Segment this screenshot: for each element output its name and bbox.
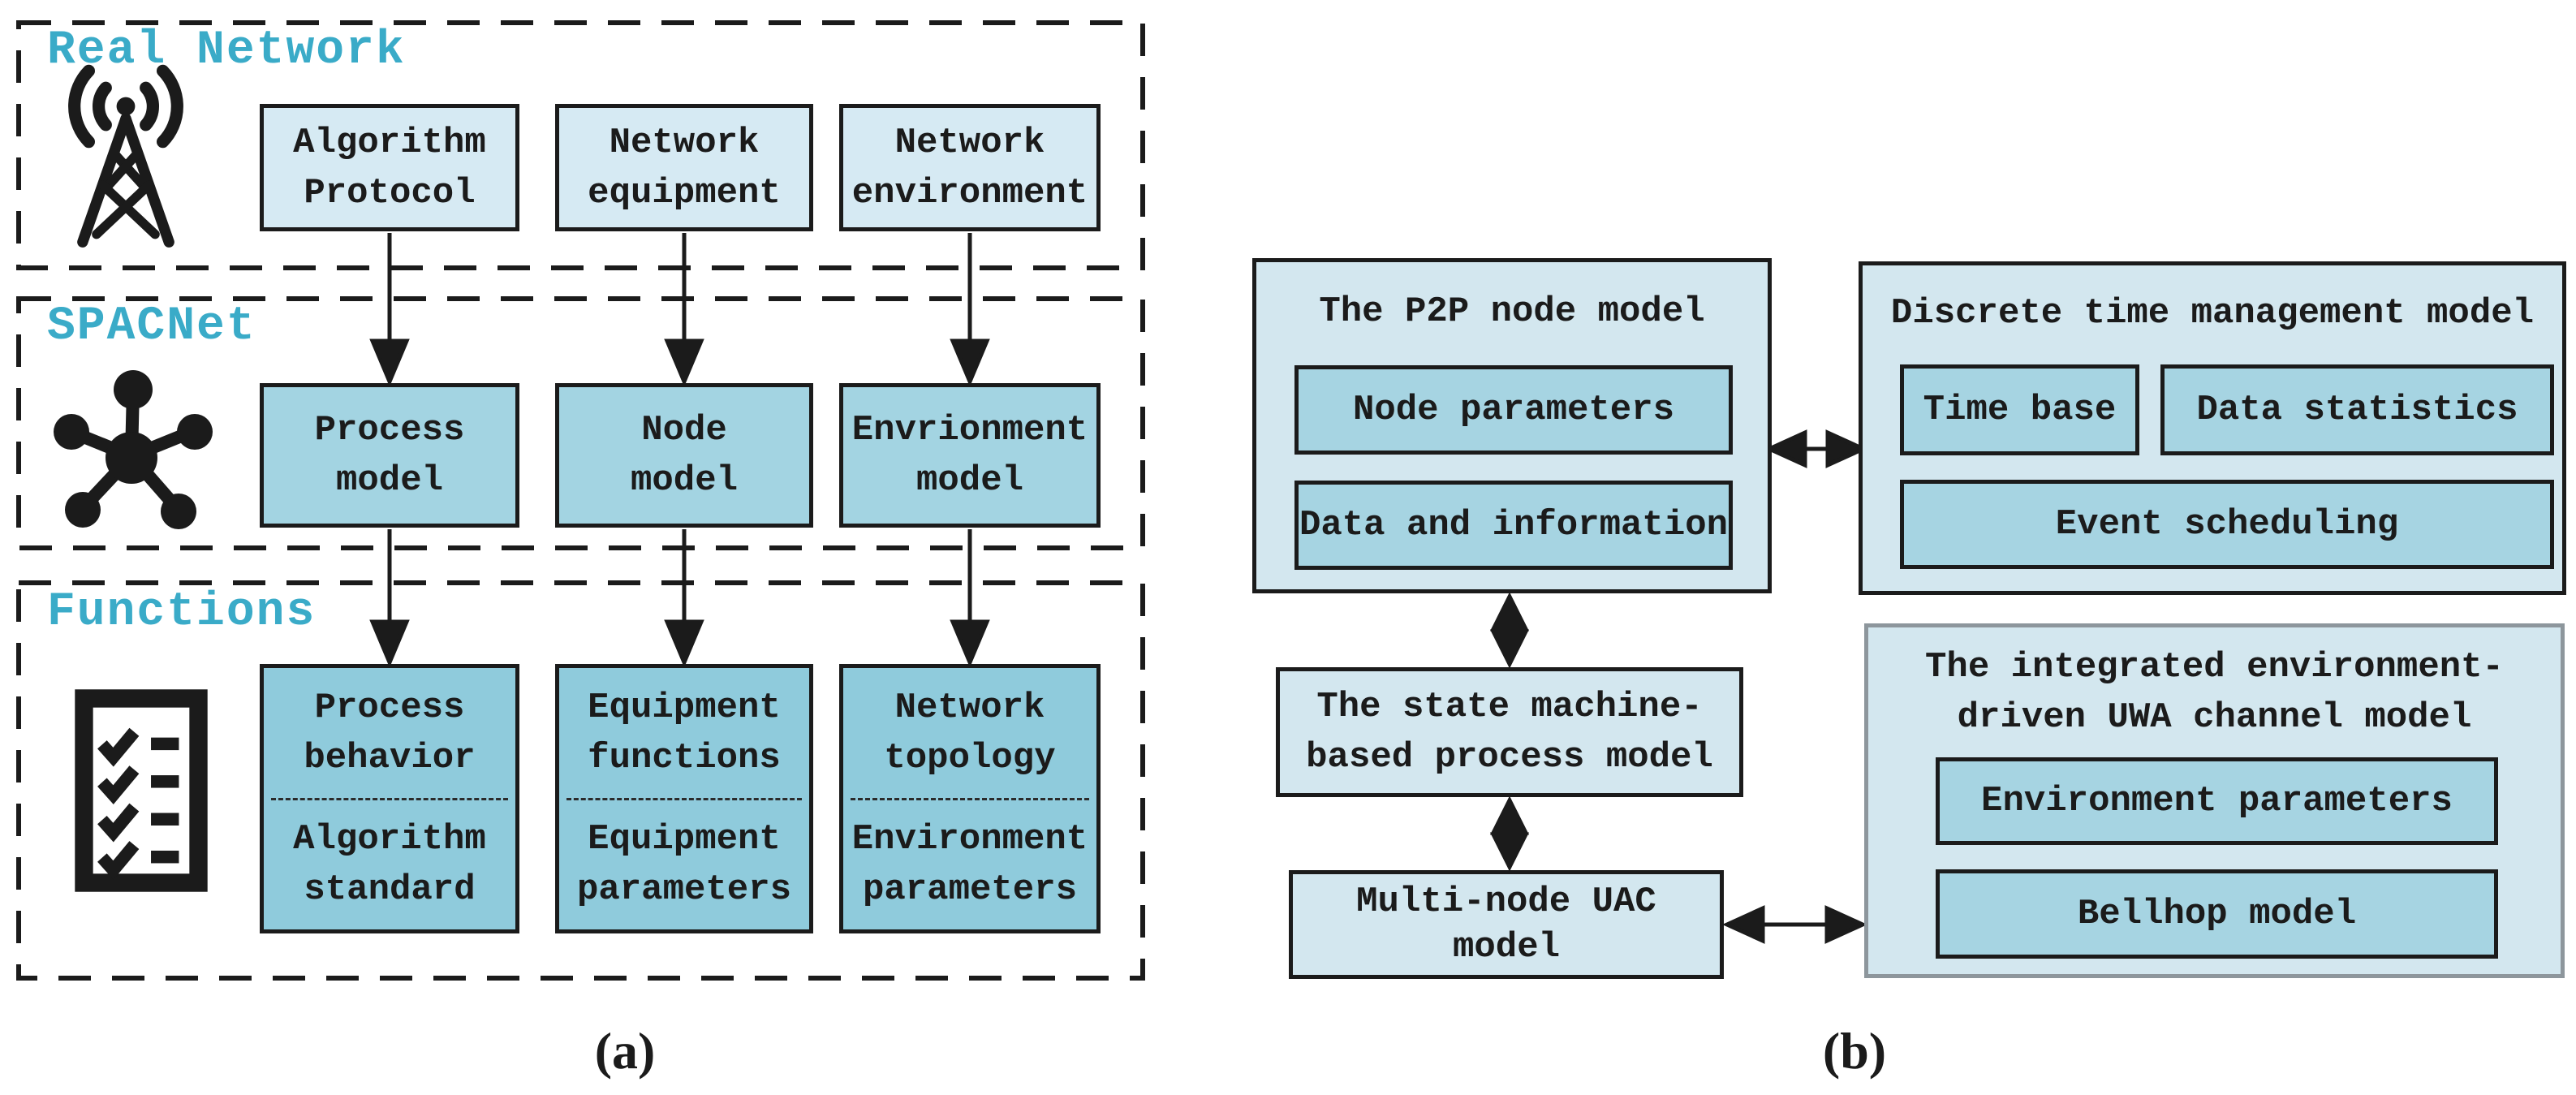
network-nodes-icon xyxy=(54,370,213,529)
dashed-frame-spacnet xyxy=(16,296,1145,550)
section-label-functions: Functions xyxy=(47,586,317,639)
box-text: Node parameters xyxy=(1352,390,1675,430)
box-data-and-information: Data and information xyxy=(1294,481,1733,570)
box-node-parameters: Node parameters xyxy=(1294,365,1733,455)
box-state-machine-process-model: The state machine- based process model xyxy=(1276,667,1743,797)
split-divider xyxy=(851,797,1089,800)
box-text: model xyxy=(335,460,444,501)
box-time-base: Time base xyxy=(1900,364,2139,455)
box-text: environment xyxy=(851,172,1088,213)
split-top: Equipment functions xyxy=(559,668,809,798)
box-discrete-time-management-model: Discrete time management model Time base… xyxy=(1859,261,2566,595)
split-top: Network topology xyxy=(843,668,1096,798)
box-text: topology xyxy=(884,737,1056,778)
box-text: Network xyxy=(894,687,1045,728)
box-text: Network xyxy=(894,122,1045,163)
arrow-state-machine-to-uac xyxy=(1489,795,1530,872)
arrow-process-model-to-process-behavior xyxy=(369,529,410,668)
split-bottom: Environment parameters xyxy=(843,800,1096,930)
box-multi-node-uac-model: Multi-node UAC model xyxy=(1289,870,1724,979)
dashed-frame-real-network xyxy=(16,20,1145,270)
box-network-topology-environment-parameters: Network topology Environment parameters xyxy=(839,664,1101,933)
box-text: Process xyxy=(314,410,465,451)
box-text: Protocol xyxy=(304,172,476,213)
box-algorithm-protocol: Algorithm Protocol xyxy=(260,104,519,231)
box-text: Bellhop model xyxy=(2077,894,2357,934)
uwa-title-line1: The integrated environment- xyxy=(1925,647,2504,688)
box-text: Algorithm xyxy=(293,819,486,860)
box-data-statistics: Data statistics xyxy=(2160,364,2554,455)
box-text: Environment xyxy=(851,819,1088,860)
radio-tower-icon xyxy=(68,64,183,248)
box-text: model xyxy=(1452,927,1561,968)
box-network-equipment: Network equipment xyxy=(555,104,813,231)
box-network-environment: Network environment xyxy=(839,104,1101,231)
arrow-algorithm-protocol-to-process-model xyxy=(369,233,410,387)
arrow-network-environment-to-environment-model xyxy=(950,233,990,387)
caption-a: (a) xyxy=(594,1022,656,1080)
box-text: Time base xyxy=(1923,390,2117,430)
box-text: Equipment xyxy=(588,819,781,860)
box-text: model xyxy=(915,460,1024,501)
box-text: Node xyxy=(641,410,727,451)
arrow-p2p-to-state-machine xyxy=(1489,592,1530,669)
arrow-network-equipment-to-node-model xyxy=(664,233,704,387)
box-text: The state machine- xyxy=(1316,687,1703,727)
section-label-spacnet: SPACNet xyxy=(47,300,256,353)
box-process-behavior-algorithm-standard: Process behavior Algorithm standard xyxy=(260,664,519,933)
box-text: Data statistics xyxy=(2196,390,2518,430)
box-process-model: Process model xyxy=(260,383,519,528)
box-event-scheduling: Event scheduling xyxy=(1900,480,2554,569)
discrete-title: Discrete time management model xyxy=(1890,293,2535,334)
split-top: Process behavior xyxy=(264,668,515,798)
box-text: model xyxy=(630,460,739,501)
box-text: standard xyxy=(304,869,476,911)
box-text: Data and information xyxy=(1299,505,1729,545)
section-label-real-network: Real Network xyxy=(47,24,406,77)
box-text: Network xyxy=(609,122,760,163)
split-divider xyxy=(566,797,802,800)
split-divider xyxy=(271,797,508,800)
box-text: parameters xyxy=(862,869,1078,911)
box-text: functions xyxy=(588,737,781,778)
box-text: Envrionment xyxy=(851,410,1088,451)
caption-b: (b) xyxy=(1822,1022,1887,1080)
box-text: behavior xyxy=(304,737,476,778)
arrow-environment-model-to-network-topology xyxy=(950,529,990,668)
box-text: Multi-node UAC xyxy=(1356,882,1656,922)
box-p2p-node-model: The P2P node model Node parameters Data … xyxy=(1252,258,1772,593)
box-text: Process xyxy=(314,687,465,728)
box-environment-model: Envrionment model xyxy=(839,383,1101,528)
uwa-title-line2: driven UWA channel model xyxy=(1957,697,2472,738)
arrow-p2p-to-discrete-time xyxy=(1764,429,1869,468)
box-text: Equipment xyxy=(588,687,781,728)
checklist-icon xyxy=(75,689,208,892)
arrow-node-model-to-equipment-functions xyxy=(664,529,704,668)
box-text: Event scheduling xyxy=(2055,504,2399,545)
box-bellhop-model: Bellhop model xyxy=(1936,869,2498,959)
box-environment-parameters: Environment parameters xyxy=(1936,757,2498,845)
box-equipment-functions-parameters: Equipment functions Equipment parameters xyxy=(555,664,813,933)
box-node-model: Node model xyxy=(555,383,813,528)
split-bottom: Algorithm standard xyxy=(264,800,515,930)
box-text: equipment xyxy=(588,172,781,213)
dashed-frame-functions xyxy=(16,580,1145,981)
box-uwa-channel-model: The integrated environment- driven UWA c… xyxy=(1864,623,2565,978)
box-text: Algorithm xyxy=(293,122,486,163)
box-text: parameters xyxy=(576,869,792,911)
box-text: based process model xyxy=(1306,737,1713,778)
box-text: Environment parameters xyxy=(1981,781,2453,821)
p2p-title: The P2P node model xyxy=(1319,291,1705,332)
split-bottom: Equipment parameters xyxy=(559,800,809,930)
arrow-uac-to-uwa xyxy=(1721,905,1868,944)
